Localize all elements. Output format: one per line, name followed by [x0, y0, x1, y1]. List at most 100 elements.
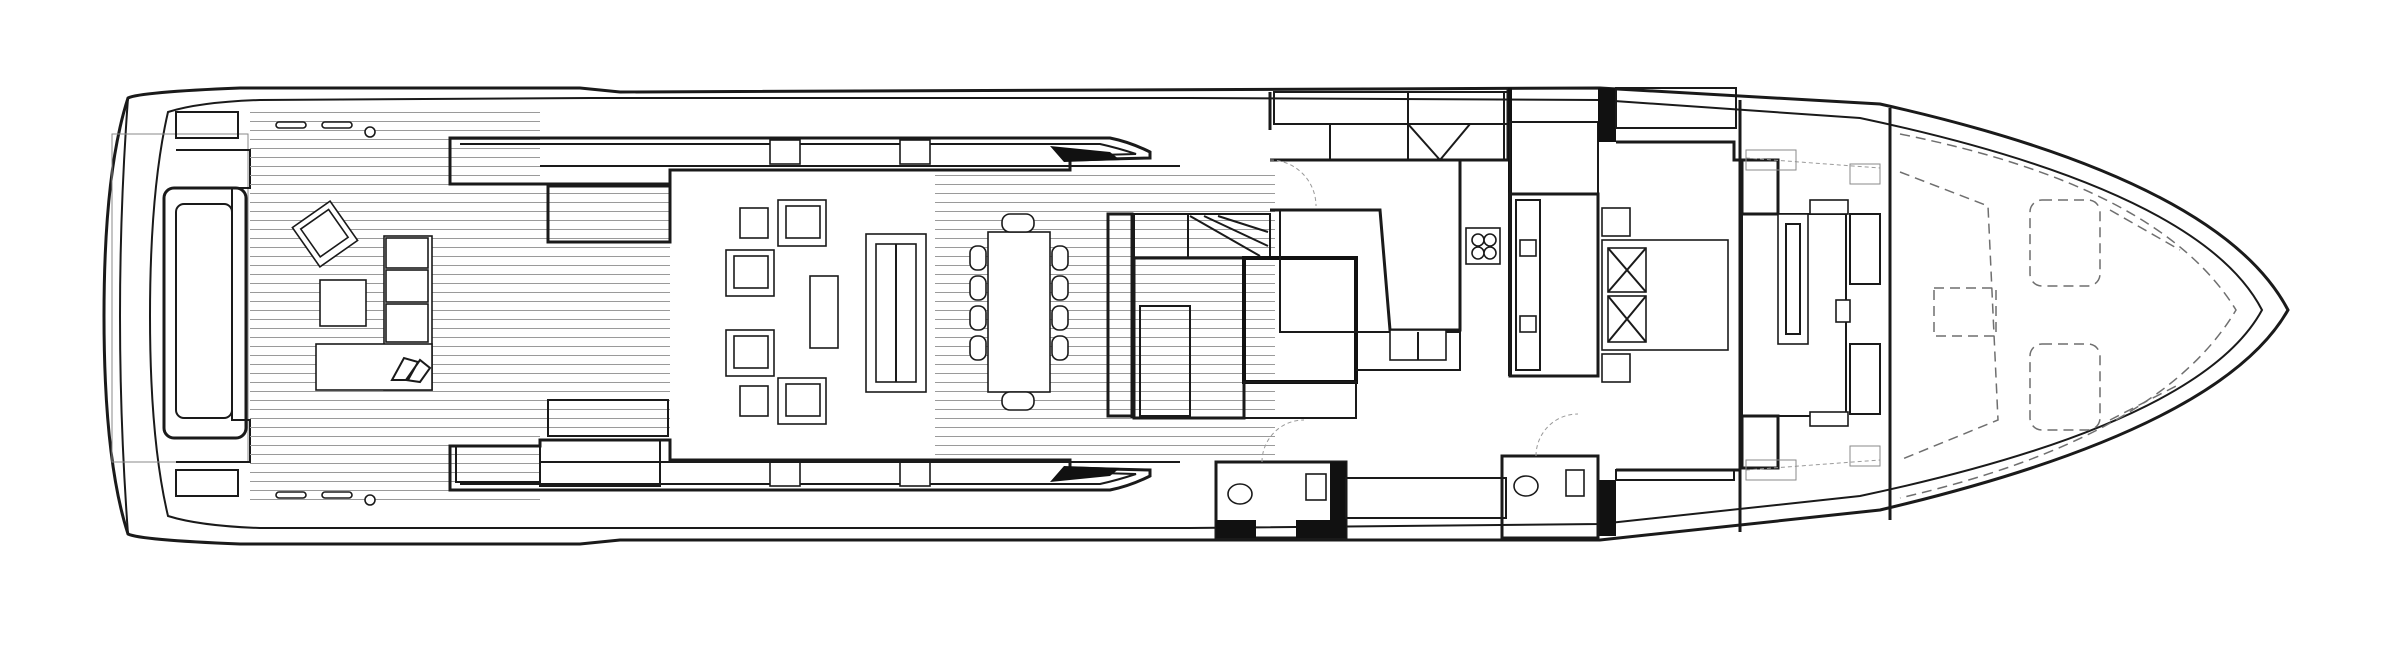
cushion-pillows: [390, 356, 432, 384]
stair-winders: [1189, 215, 1269, 257]
dining-chair: [1051, 245, 1069, 271]
structural-column: [1598, 480, 1616, 536]
dining-chair: [1001, 213, 1035, 233]
galley-counter: [1279, 210, 1461, 371]
fwd-shelf: [1809, 411, 1849, 427]
hob-burner: [1483, 246, 1497, 260]
dining-chair: [969, 245, 987, 271]
dining-chair: [1001, 391, 1035, 411]
sofa-cushion: [385, 303, 429, 343]
cabin-upper-store: [1615, 87, 1737, 129]
stbd-side-wall: [448, 438, 1152, 492]
bollard: [364, 126, 376, 138]
fwd-deck-guides: [1745, 157, 1881, 471]
foredeck-rails: [2109, 209, 2181, 421]
galley-cabinet: [1329, 123, 1409, 161]
hatch-stbd: [2029, 343, 2101, 431]
hull-outline: [102, 86, 2290, 546]
salon-coffee-table: [809, 275, 839, 349]
dining-chair: [969, 275, 987, 301]
port-side-wall: [448, 136, 1152, 186]
galley: [1268, 88, 1512, 376]
hob-burner: [1483, 233, 1497, 247]
fwd-locker: [1740, 158, 1780, 216]
swim-platform-deck: [111, 133, 249, 463]
fwd-step: [1849, 163, 1881, 185]
window-mullion: [899, 139, 931, 165]
wc-toilet: [1227, 483, 1253, 505]
foredeck: [1888, 108, 2237, 520]
core-closet: [1243, 381, 1357, 419]
fwd-shelf: [1809, 199, 1849, 215]
wc-toilet: [1513, 475, 1539, 497]
wc-basin: [1305, 473, 1327, 501]
transom-step-stbd: [175, 469, 239, 497]
side-table: [739, 385, 769, 417]
dining: [969, 213, 1069, 411]
pantry-sink: [1519, 315, 1537, 333]
aft-armchair-seat: [299, 208, 350, 258]
cleat: [275, 121, 307, 129]
sofa-cushion: [385, 237, 429, 269]
fwd-wardrobe-inner: [1785, 223, 1801, 335]
dining-chair: [969, 305, 987, 331]
interior-stair-lower: [1139, 305, 1191, 417]
foredeck-table: [1933, 287, 1997, 337]
galley-hob: [1465, 227, 1501, 265]
superstructure: [448, 136, 1180, 492]
foredeck-cushion-outline: [1899, 133, 2237, 499]
salon-armchair-seat: [785, 205, 821, 239]
aft-coffee-table: [319, 279, 367, 327]
salon-armchair-seat: [785, 383, 821, 417]
fwd-fixture: [1835, 299, 1851, 323]
window-mullion: [899, 461, 931, 487]
transom-garage-door-inner: [175, 203, 233, 419]
bollard: [364, 494, 376, 506]
salon: [725, 199, 927, 425]
head-aft-wall: [1216, 520, 1256, 538]
dining-chair: [1051, 275, 1069, 301]
salon-armchair-seat: [733, 335, 769, 369]
owner-cabin: [1601, 87, 1742, 481]
galley-door-swing: [1269, 159, 1317, 207]
cleat: [275, 491, 307, 499]
transom-line: [119, 97, 129, 535]
pantry: [1508, 88, 1616, 536]
port-wall-end: [1050, 146, 1120, 162]
sofa-cushion: [385, 269, 429, 303]
galley-locker-b: [1407, 91, 1505, 125]
aft-sofa: [315, 235, 433, 391]
passage: [1345, 477, 1507, 519]
dining-chair: [969, 335, 987, 361]
structural-column: [1598, 88, 1616, 142]
head-door-swing: [1535, 413, 1579, 457]
stbd-wall-end: [1050, 466, 1120, 482]
nightstand: [1601, 353, 1631, 383]
fwd-ladder: [1849, 343, 1881, 415]
fwd-ladder: [1849, 213, 1881, 285]
aft-locker: [547, 399, 669, 437]
salon-armchair-seat: [733, 255, 769, 289]
pillow-crease: [1607, 247, 1647, 343]
head-fwd: [1500, 454, 1600, 540]
aft-sofa-bottom: [315, 343, 433, 391]
fwd-step: [1849, 445, 1881, 467]
dining-chair: [1051, 335, 1069, 361]
hob-burner: [1471, 233, 1485, 247]
dining-chair: [1051, 305, 1069, 331]
aft-deck-teak-center: [540, 184, 670, 434]
transom-garage-door: [162, 186, 248, 440]
aft-cleats: [275, 121, 376, 506]
cleat: [321, 491, 353, 499]
stbd-side-wall-inner: [460, 471, 1137, 485]
wc-basin: [1565, 469, 1585, 497]
galley-upper-locker: [1273, 91, 1509, 125]
forward-section: [1738, 100, 1881, 532]
pantry-room: [1508, 192, 1600, 378]
side-table: [739, 207, 769, 239]
window-mullion: [769, 461, 801, 487]
transom-steps-frame: [176, 149, 251, 463]
pantry-counter: [1515, 199, 1541, 371]
cabin-ledge: [1615, 469, 1735, 481]
port-side-wall-inner: [460, 143, 1137, 157]
